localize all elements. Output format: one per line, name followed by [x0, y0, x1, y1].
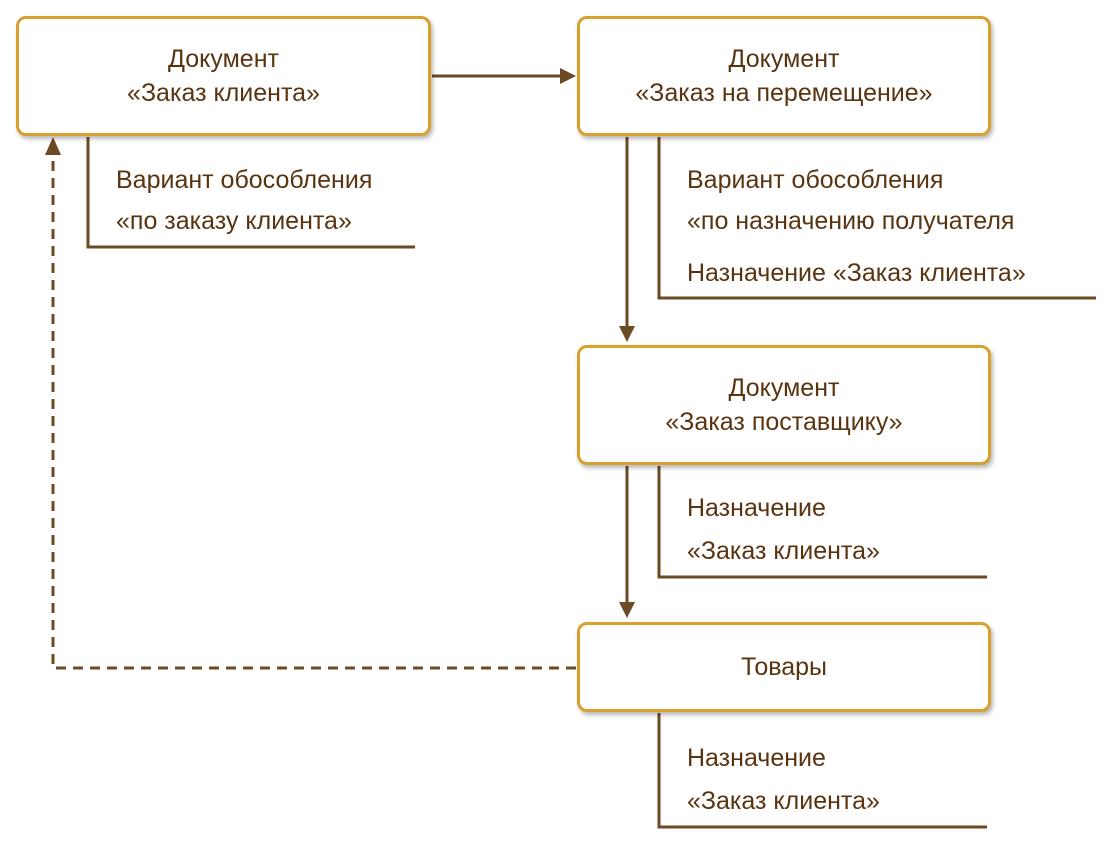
node-supplier-order: Документ «Заказ поставщику» — [577, 345, 991, 465]
node-goods-label: Товары — [741, 653, 827, 681]
node-client-order-line2: «Заказ клиента» — [127, 79, 320, 107]
arrow-client-to-transfer-head — [560, 68, 576, 84]
node-client-order-line1: Документ — [168, 45, 279, 73]
note-goods-line1: Назначение — [687, 744, 826, 772]
note-transfer-order-line2: «по назначению получателя — [687, 207, 1015, 235]
note-bracket-transfer-order — [657, 137, 1096, 300]
arrow-goods-to-client-dashed — [51, 152, 576, 670]
arrow-supplier-to-goods-head — [619, 602, 635, 618]
node-client-order: Документ «Заказ клиента» — [16, 16, 431, 136]
note-bracket-client-order — [86, 137, 415, 249]
note-client-order-line2: «по заказу клиента» — [116, 207, 352, 235]
node-goods: Товары — [577, 622, 991, 712]
arrow-goods-to-client-head — [45, 137, 61, 155]
note-supplier-order-line2: «Заказ клиента» — [687, 537, 880, 565]
arrow-transfer-to-supplier-head — [619, 326, 635, 342]
node-transfer-order: Документ «Заказ на перемещение» — [577, 16, 991, 136]
note-transfer-order-line1: Вариант обособления — [687, 166, 944, 194]
note-bracket-goods — [657, 713, 987, 829]
node-supplier-order-line2: «Заказ поставщику» — [665, 408, 903, 436]
node-transfer-order-line1: Документ — [728, 45, 840, 73]
note-client-order-line1: Вариант обособления — [116, 166, 373, 194]
note-goods-line2: «Заказ клиента» — [687, 787, 880, 815]
note-transfer-order-line3: Назначение «Заказ клиента» — [687, 259, 1026, 287]
note-bracket-supplier-order — [657, 466, 987, 579]
node-supplier-order-line1: Документ — [728, 374, 840, 402]
note-supplier-order-line1: Назначение — [687, 494, 826, 522]
node-transfer-order-line2: «Заказ на перемещение» — [635, 79, 933, 107]
